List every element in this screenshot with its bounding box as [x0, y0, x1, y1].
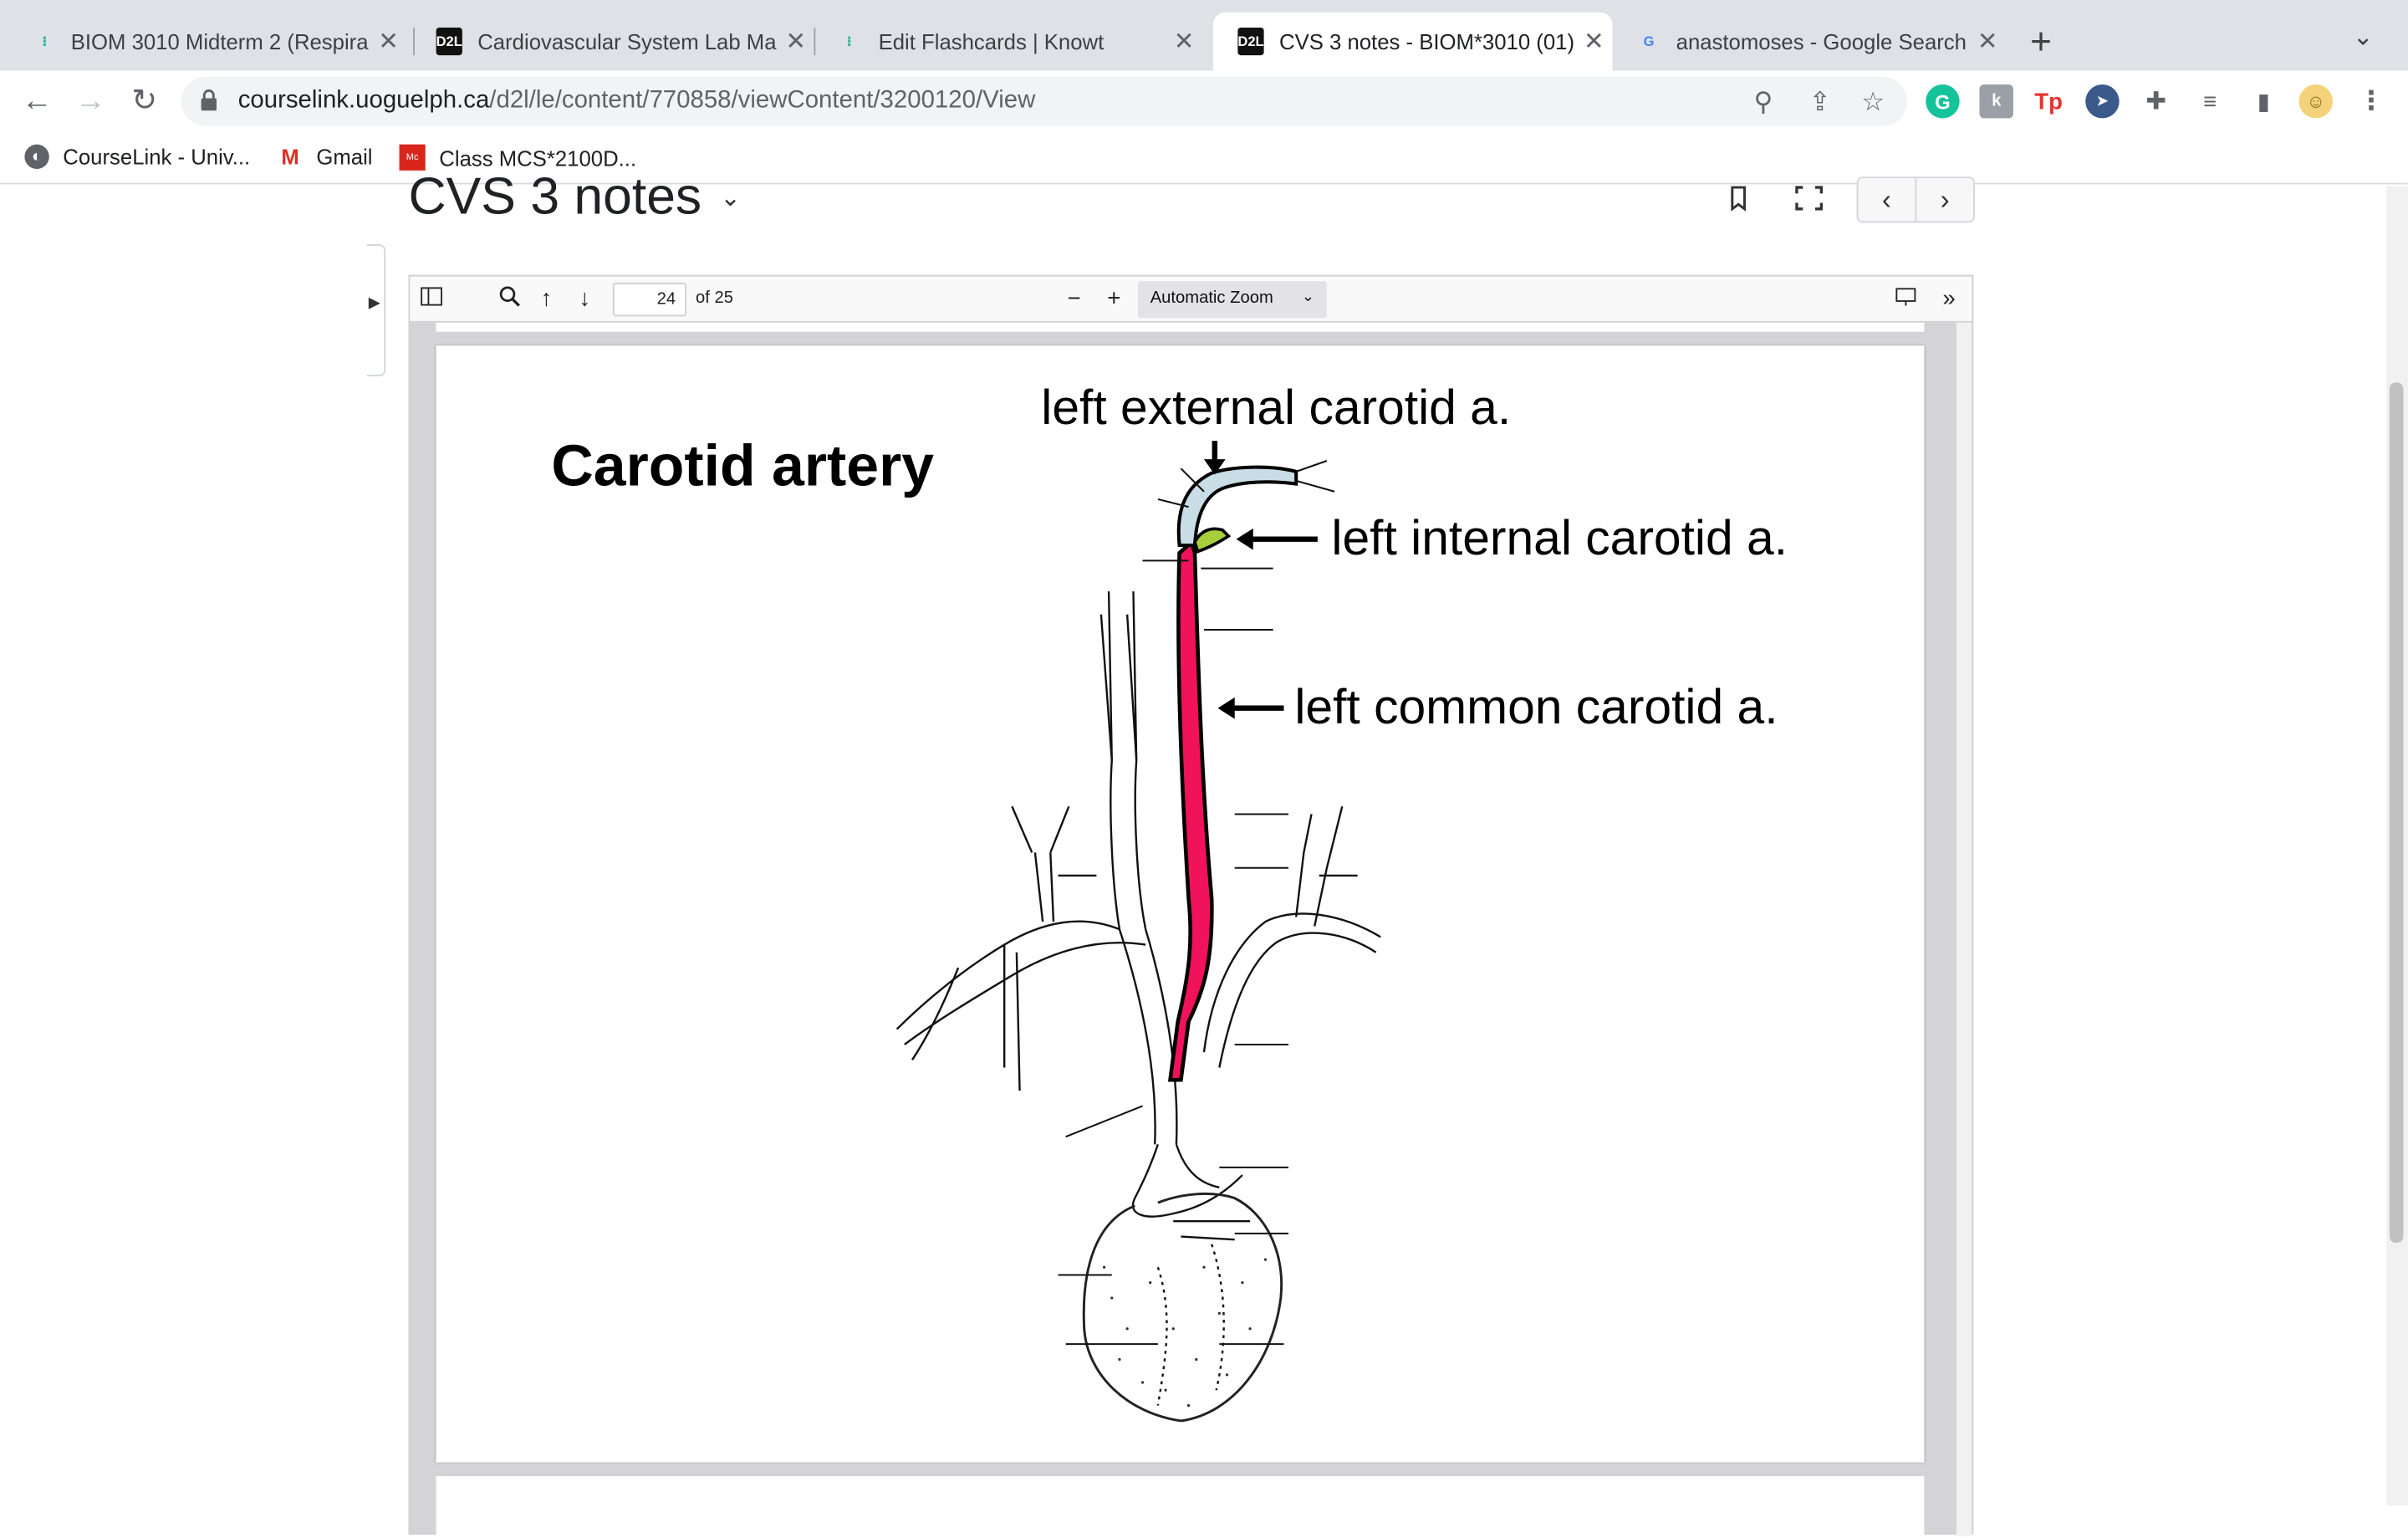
- tab-google-search[interactable]: G anastomoses - Google Search ✕: [1613, 13, 2015, 71]
- tab-cvs-notes[interactable]: D2L CVS 3 notes - BIOM*3010 (01) ✕: [1212, 12, 1613, 71]
- page-nav-buttons: ‹ ›: [1856, 176, 1975, 223]
- reload-button[interactable]: ↻: [131, 84, 158, 119]
- pdf-viewer: ↑ ↓ 24 of 25 − + Automatic Zoom ⌄ » Caro…: [408, 274, 1974, 1538]
- tab-biom-midterm[interactable]: ⁝ BIOM 3010 Midterm 2 (Respira ✕: [9, 13, 415, 71]
- arrow-up-icon[interactable]: ↑: [540, 285, 553, 312]
- new-tab-button[interactable]: +: [2030, 21, 2052, 64]
- tab-title: anastomoses - Google Search: [1676, 28, 1967, 54]
- page-content: ▶ CVS 3 notes ⌄ ‹ › ↑ ↓: [0, 167, 2408, 1538]
- zoom-icon[interactable]: ⚲: [1753, 87, 1773, 117]
- zoom-out-icon[interactable]: −: [1067, 285, 1081, 312]
- back-button[interactable]: ←: [21, 84, 53, 119]
- side-panel-icon[interactable]: ▮: [2257, 89, 2270, 115]
- external-carotid-shape: [1176, 465, 1298, 548]
- tp-extension-icon[interactable]: Tp: [2034, 88, 2063, 115]
- media-controls-icon[interactable]: ≡: [2202, 88, 2217, 115]
- previous-button[interactable]: ‹: [1858, 178, 1917, 222]
- tab-strip: ⁝ BIOM 3010 Midterm 2 (Respira ✕ D2L Car…: [0, 0, 2408, 71]
- tab-cardiovascular-lab[interactable]: D2L Cardiovascular System Lab Ma ✕: [411, 13, 814, 71]
- tab-title: Edit Flashcards | Knowt: [878, 28, 1105, 54]
- next-button[interactable]: ›: [1940, 184, 1950, 216]
- document-title[interactable]: CVS 3 notes ⌄: [408, 167, 741, 226]
- bookmark-star-icon[interactable]: ☆: [1861, 87, 1885, 117]
- bookmark-gmail[interactable]: M Gmail: [278, 145, 372, 169]
- close-icon[interactable]: ✕: [1977, 28, 1998, 56]
- bookmark-courselink[interactable]: ◐ CourseLink - Univ...: [24, 144, 250, 170]
- tab-title: CVS 3 notes - BIOM*3010 (01): [1278, 28, 1575, 54]
- browser-toolbar: ← → ↻ courselink.uoguelph.ca/d2l/le/cont…: [0, 70, 2408, 132]
- extensions-icon[interactable]: ✚: [2145, 89, 2167, 115]
- tab-search-button[interactable]: ⌄: [2352, 24, 2374, 51]
- lock-icon: [201, 89, 217, 111]
- pdf-page: Carotid artery: [436, 345, 1925, 1463]
- sidebar-toggle-icon[interactable]: [421, 286, 442, 312]
- mcgraw-hill-icon: Mc: [399, 144, 426, 171]
- scrollbar-thumb[interactable]: [2389, 382, 2404, 1243]
- previous-page-edge: [436, 322, 1925, 332]
- share-icon[interactable]: ⇪: [1809, 87, 1831, 117]
- label-external-carotid: left external carotid a.: [1041, 379, 1512, 435]
- forward-button[interactable]: →: [74, 84, 106, 119]
- url-text: courselink.uoguelph.ca/d2l/le/content/77…: [237, 87, 1036, 114]
- search-icon[interactable]: [499, 286, 521, 314]
- close-icon[interactable]: ✕: [378, 28, 399, 56]
- cursor-extension-icon[interactable]: ➤: [2085, 84, 2120, 119]
- grammarly-icon[interactable]: G: [1926, 84, 1960, 119]
- zoom-in-icon[interactable]: +: [1107, 285, 1121, 312]
- address-bar[interactable]: courselink.uoguelph.ca/d2l/le/content/77…: [181, 76, 1908, 126]
- bookmark-class-mcs[interactable]: Mc Class MCS*2100D...: [399, 144, 636, 171]
- tools-icon[interactable]: »: [1942, 285, 1956, 312]
- common-carotid-shape: [1167, 539, 1214, 1082]
- knowt-icon: ⁝: [846, 33, 852, 49]
- arrow-down-icon[interactable]: ↓: [579, 285, 591, 312]
- next-page-edge: [436, 1476, 1925, 1538]
- d2l-icon: D2L: [1237, 28, 1264, 56]
- d2l-icon: D2L: [436, 28, 462, 56]
- close-icon[interactable]: ✕: [785, 28, 807, 56]
- presentation-mode-icon[interactable]: [1895, 286, 1916, 314]
- close-icon[interactable]: ✕: [1584, 28, 1604, 56]
- slide-title: Carotid artery: [551, 434, 935, 499]
- globe-icon: ◐: [24, 144, 49, 170]
- menu-icon[interactable]: ⋮: [2358, 85, 2385, 115]
- page-number-input[interactable]: 24: [612, 282, 687, 317]
- carotid-illustration: [895, 441, 1381, 1423]
- chevron-down-icon: ⌄: [720, 185, 741, 212]
- pdf-toolbar: ↑ ↓ 24 of 25 − + Automatic Zoom ⌄ »: [410, 276, 1972, 323]
- gmail-icon: M: [281, 144, 299, 170]
- caret-right-icon: ▶: [368, 294, 380, 312]
- pdf-scrollbar[interactable]: [1956, 322, 1972, 1536]
- label-common-carotid: left common carotid a.: [1294, 678, 1778, 734]
- chevron-down-icon: ⌄: [1301, 289, 1315, 306]
- tab-title: BIOM 3010 Midterm 2 (Respira: [70, 28, 369, 54]
- bookmark-icon[interactable]: [1727, 186, 1749, 218]
- page-scrollbar[interactable]: [2386, 186, 2408, 1505]
- sidebar-toggle[interactable]: ▶: [366, 244, 386, 376]
- knowt-extension-icon[interactable]: k: [1979, 84, 2013, 119]
- internal-carotid-shape: [1192, 527, 1232, 554]
- knowt-icon: ⁝: [42, 33, 48, 49]
- profile-avatar[interactable]: ☺: [2298, 84, 2333, 119]
- close-icon[interactable]: ✕: [1173, 28, 1195, 56]
- tab-knowt-flashcards[interactable]: ⁝ Edit Flashcards | Knowt ✕: [811, 13, 1213, 71]
- google-icon: G: [1643, 33, 1655, 49]
- bookmarks-bar: ◐ CourseLink - Univ... M Gmail Mc Class …: [0, 131, 2408, 185]
- label-internal-carotid: left internal carotid a.: [1331, 509, 1788, 565]
- fullscreen-icon[interactable]: [1795, 186, 1823, 218]
- page-count: of 25: [696, 289, 733, 308]
- zoom-select[interactable]: Automatic Zoom ⌄: [1137, 281, 1327, 319]
- tab-title: Cardiovascular System Lab Ma: [477, 28, 777, 54]
